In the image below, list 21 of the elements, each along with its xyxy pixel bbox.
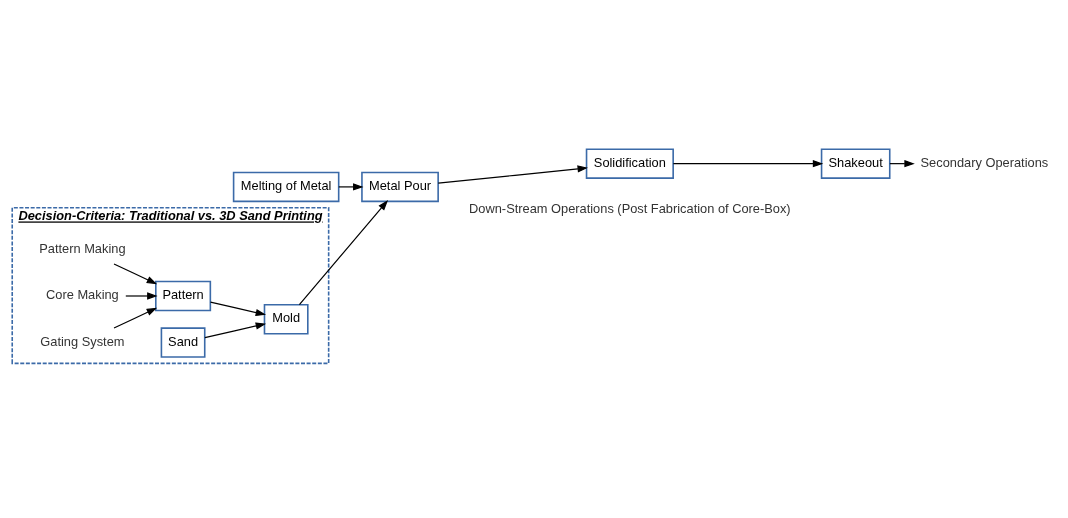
arrow (113, 307, 158, 329)
arrow (113, 262, 158, 284)
node-box: Metal Pour (361, 171, 439, 202)
arrow (298, 199, 389, 305)
node-box: Mold (263, 303, 309, 334)
node-box: Solidification (585, 147, 674, 179)
arrow (672, 159, 824, 167)
node-text: Core Making (46, 286, 119, 302)
node-text: Gating System (40, 333, 125, 349)
arrow (437, 164, 588, 184)
label: Down-Stream Operations (Post Fabrication of Core-Box) (469, 200, 791, 216)
node-box: Melting of Metal (232, 171, 340, 202)
arrow (338, 182, 364, 191)
node-text: Secondary Operations (920, 154, 1049, 170)
arrow (125, 291, 158, 300)
arrow (209, 301, 267, 316)
node-box: Shakeout (820, 147, 891, 179)
node-text: Pattern Making (39, 240, 126, 256)
node-box: Sand (160, 326, 206, 358)
node-box: Pattern (155, 280, 212, 311)
arrow (204, 321, 267, 338)
